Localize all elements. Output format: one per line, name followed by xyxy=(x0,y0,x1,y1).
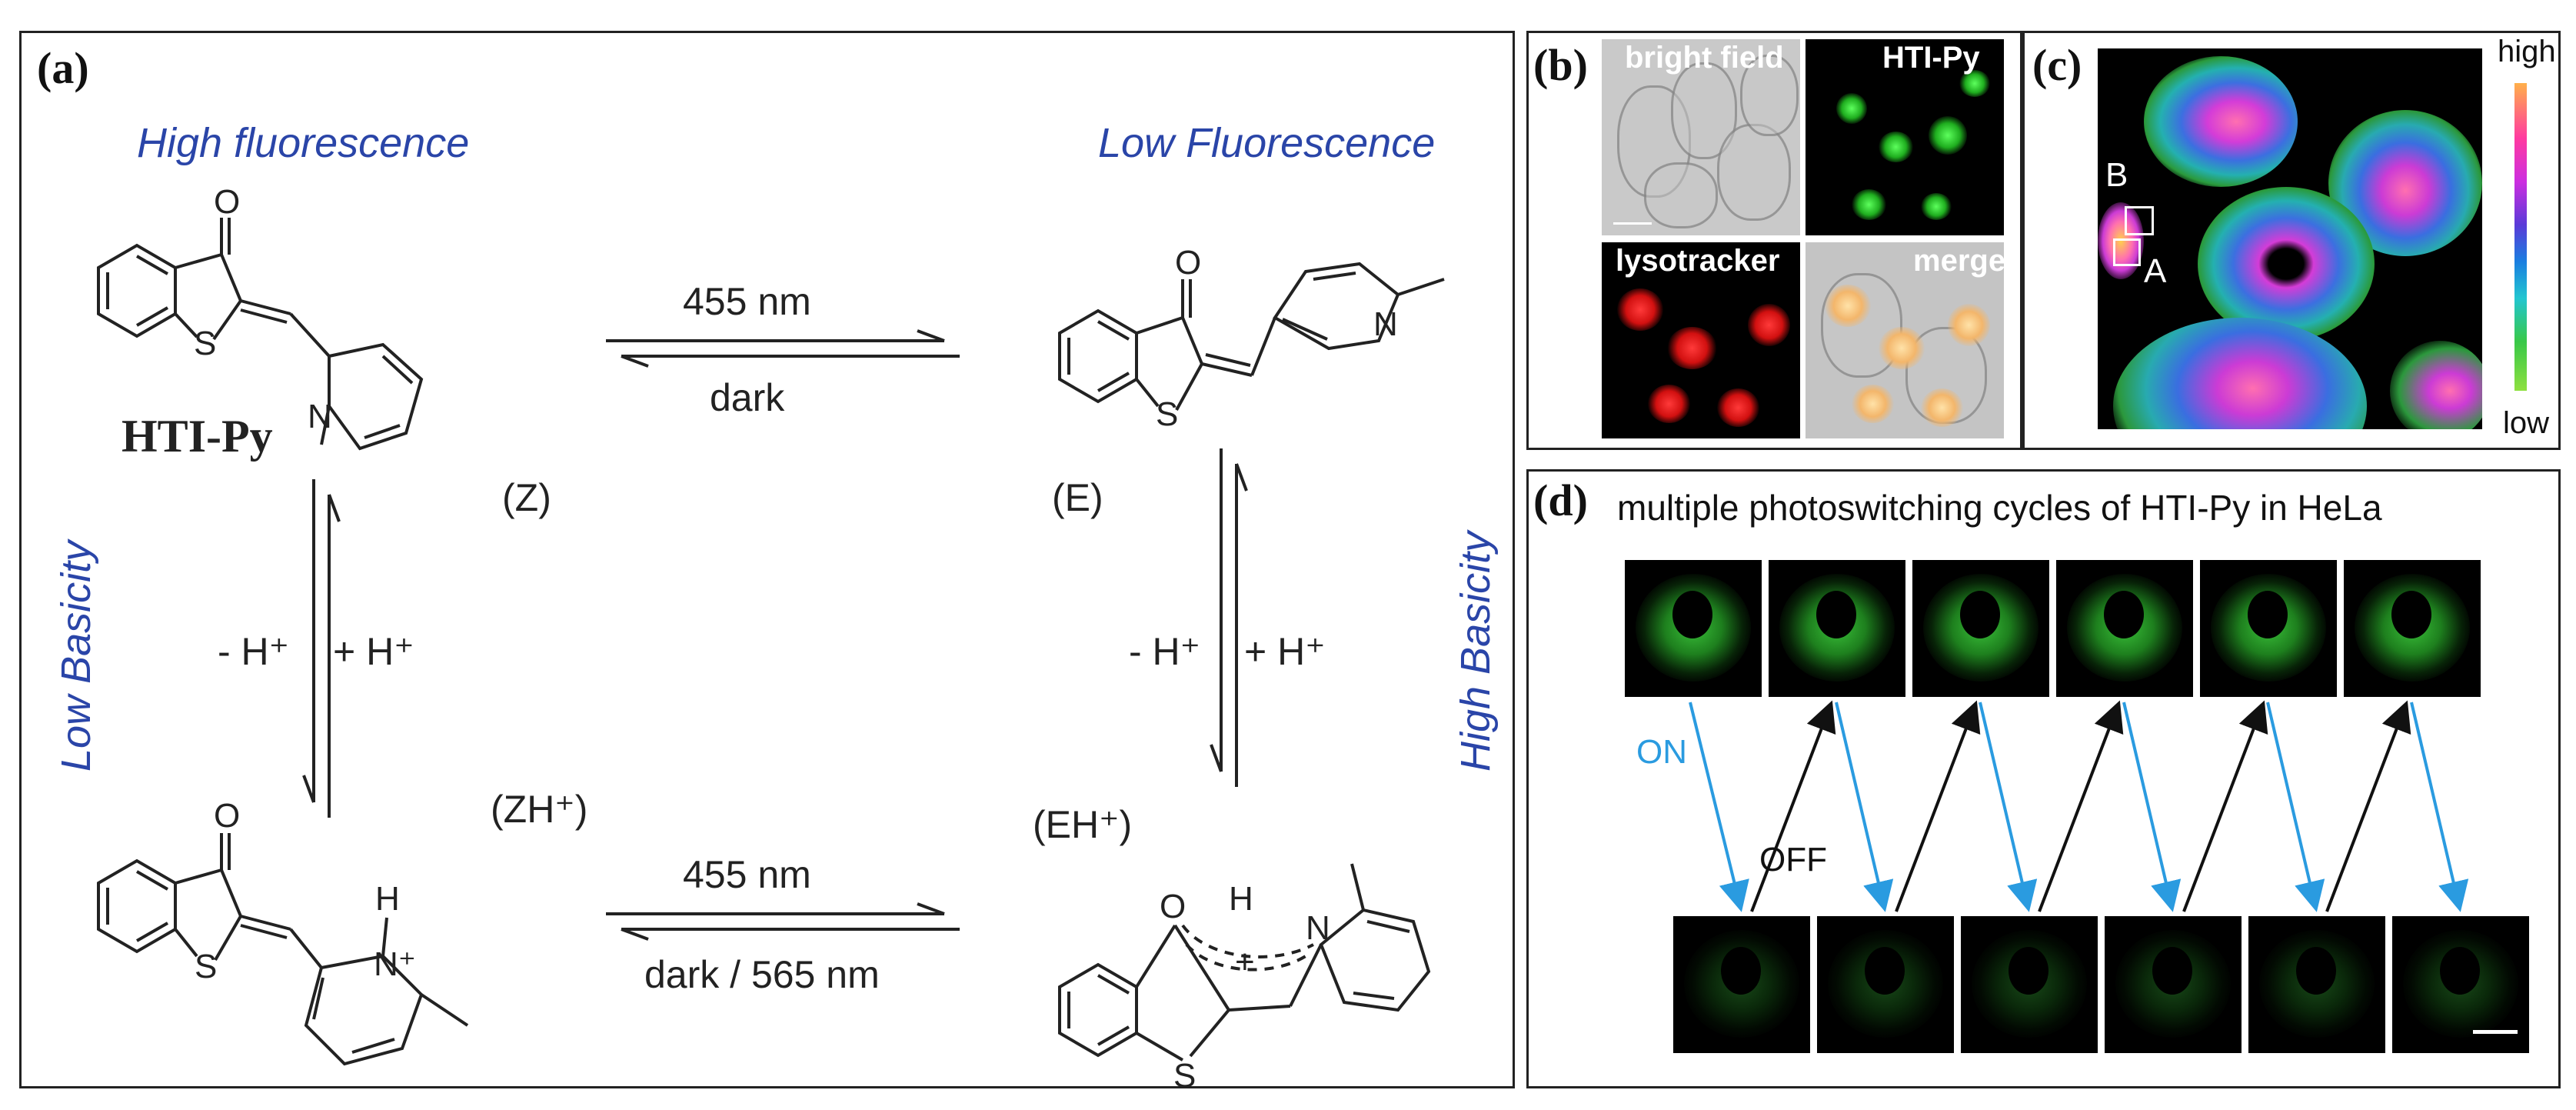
hti-py-image-label: HTI-Py xyxy=(1882,41,1980,75)
z-sulfur-atom: S xyxy=(194,325,216,362)
z-label: (Z) xyxy=(502,476,551,519)
top-arrow-upper-label: 455 nm xyxy=(683,280,811,323)
left-deprotonation-label: - H⁺ xyxy=(218,630,290,673)
scale-bar xyxy=(2473,1030,2518,1034)
right-equilibrium-arrow xyxy=(1210,448,1248,787)
e-isomer-structure: O S N xyxy=(1058,244,1445,433)
zh-sulfur-atom: S xyxy=(195,948,217,985)
z-isomer-structure: O S N xyxy=(97,183,424,451)
panel-a: (a) High fluorescence Low Fluorescence L… xyxy=(19,31,1515,1095)
zh-hydrogen-atom: H xyxy=(375,880,400,918)
panel-b-label: (b) xyxy=(1533,40,1588,90)
panel-c-label: (c) xyxy=(2032,40,2082,90)
on-image-3 xyxy=(1912,560,2049,697)
left-equilibrium-arrow xyxy=(302,479,341,818)
top-equilibrium-arrow xyxy=(606,329,960,368)
eh-sulfur-atom: S xyxy=(1173,1057,1196,1095)
on-image-6 xyxy=(2344,560,2481,697)
bottom-arrow-upper-label: 455 nm xyxy=(683,853,811,896)
roi-a-box xyxy=(2113,238,2141,266)
compound-name: HTI-Py xyxy=(121,411,273,462)
off-label: OFF xyxy=(1759,841,1827,878)
roi-b-box xyxy=(2125,206,2154,235)
on-image-4 xyxy=(2056,560,2193,697)
fluorescence-heatmap-image: B A xyxy=(2098,48,2482,429)
roi-b-label: B xyxy=(2105,156,2128,194)
e-nitrogen-atom: N xyxy=(1373,305,1398,343)
colorbar-low-label: low xyxy=(2503,406,2550,440)
low-fluorescence-label: Low Fluorescence xyxy=(1098,120,1436,166)
bright-field-image: bright field xyxy=(1602,39,1800,235)
on-image-1 xyxy=(1625,560,1762,697)
hti-py-image: HTI-Py xyxy=(1806,39,2004,235)
e-oxygen-atom: O xyxy=(1175,244,1201,282)
top-arrow-lower-label: dark xyxy=(710,376,785,419)
right-deprotonation-label: - H⁺ xyxy=(1129,630,1201,673)
eh-nitrogen-atom: N xyxy=(1306,909,1330,947)
lysotracker-image: lysotracker xyxy=(1602,242,1800,438)
merge-image: merge xyxy=(1806,242,2004,438)
off-image-1 xyxy=(1673,916,1810,1053)
intensity-colorbar xyxy=(2514,83,2527,391)
bottom-equilibrium-arrow xyxy=(606,902,960,941)
z-oxygen-atom: O xyxy=(214,183,240,221)
on-image-2 xyxy=(1769,560,1905,697)
zh-oxygen-atom: O xyxy=(214,797,240,835)
on-label: ON xyxy=(1636,733,1687,771)
left-protonation-label: + H⁺ xyxy=(333,630,414,673)
panel-b: (b) bright field HTI-Py lysotracker xyxy=(1526,31,2022,450)
eh-cation-structure: O H N S + xyxy=(1058,863,1431,1095)
zh-label: (ZH⁺) xyxy=(491,788,588,831)
merge-label: merge xyxy=(1913,244,2004,278)
eh-label: (EH⁺) xyxy=(1033,803,1133,846)
eh-hydrogen-atom: H xyxy=(1229,880,1253,918)
panel-d-label: (d) xyxy=(1533,475,1588,525)
off-image-3 xyxy=(1961,916,2098,1053)
z-nitrogen-atom: N xyxy=(308,398,332,435)
on-image-5 xyxy=(2200,560,2337,697)
high-fluorescence-label: High fluorescence xyxy=(137,120,470,166)
high-basicity-label: High Basicity xyxy=(1453,531,1499,772)
colorbar-high-label: high xyxy=(2498,35,2556,68)
zh-nitrogen-atom: N⁺ xyxy=(374,945,416,983)
e-label: (E) xyxy=(1052,476,1103,519)
off-image-5 xyxy=(2248,916,2385,1053)
panel-a-label: (a) xyxy=(37,43,89,93)
panel-d: (d) multiple photoswitching cycles of HT… xyxy=(1526,469,2561,1088)
zh-cation-structure: O S N⁺ H xyxy=(97,797,469,1066)
e-sulfur-atom: S xyxy=(1156,395,1178,433)
off-image-4 xyxy=(2105,916,2242,1053)
eh-plus-sign: + xyxy=(1235,943,1255,981)
bright-field-label: bright field xyxy=(1625,41,1784,75)
panel-c: (c) B A high low xyxy=(2022,31,2561,450)
eh-oxygen-atom: O xyxy=(1160,888,1186,925)
off-image-6 xyxy=(2392,916,2529,1053)
roi-a-label: A xyxy=(2144,252,2167,290)
lysotracker-label: lysotracker xyxy=(1616,244,1780,278)
off-image-2 xyxy=(1817,916,1954,1053)
bottom-arrow-lower-label: dark / 565 nm xyxy=(644,953,880,996)
low-basicity-label: Low Basicity xyxy=(53,540,99,772)
panel-d-title: multiple photoswitching cycles of HTI-Py… xyxy=(1617,488,2382,528)
right-protonation-label: + H⁺ xyxy=(1244,630,1326,673)
photoswitching-arrows xyxy=(1689,700,2469,912)
